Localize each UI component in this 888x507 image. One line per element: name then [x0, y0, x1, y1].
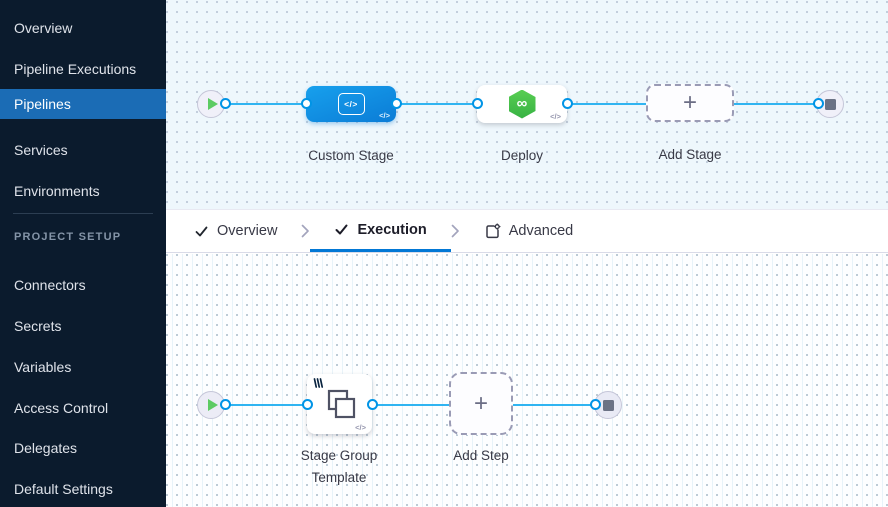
stage-label: Add Stage — [658, 147, 722, 162]
step-label: Add Step — [453, 448, 509, 463]
play-icon — [207, 399, 218, 411]
sidebar-item-label: Overview — [14, 20, 73, 36]
chevron-right-icon — [301, 210, 310, 252]
plus-icon: + — [682, 89, 697, 116]
connector-port[interactable] — [562, 98, 573, 109]
custom-stage-code-icon: </> — [337, 93, 365, 115]
sidebar-item-label: Connectors — [14, 277, 86, 293]
sidebar-item-connectors[interactable]: Connectors — [0, 270, 166, 300]
add-step-button[interactable]: + — [449, 372, 513, 435]
sidebar-item-label: Secrets — [14, 318, 62, 334]
sidebar-divider — [13, 213, 153, 214]
execution-canvas[interactable]: </> Stage Group Template + Add Step — [166, 254, 888, 507]
sidebar-item-variables[interactable]: Variables — [0, 352, 166, 382]
connector-port[interactable] — [590, 399, 601, 410]
connector-port[interactable] — [302, 399, 313, 410]
infinity-glyph: ∞ — [516, 94, 528, 112]
stop-icon — [824, 98, 836, 110]
sidebar-item-environments[interactable]: Environments — [0, 176, 166, 206]
sidebar-item-overview[interactable]: Overview — [0, 13, 166, 43]
stage-node-custom-stage[interactable]: </> </> — [306, 86, 396, 122]
check-icon — [335, 224, 348, 235]
tab-label: Execution — [357, 221, 427, 238]
stop-icon — [602, 399, 614, 411]
edge — [225, 404, 308, 406]
play-icon — [207, 98, 218, 110]
pipeline-studio-tabs: Overview Execution Advanced — [166, 209, 888, 253]
tab-label: Advanced — [508, 223, 574, 239]
sidebar-item-access-control[interactable]: Access Control — [0, 393, 166, 423]
chevron-right-icon — [451, 210, 460, 252]
sidebar-item-services[interactable]: Services — [0, 135, 166, 165]
sidebar-item-secrets[interactable]: Secrets — [0, 311, 166, 341]
step-node-stage-group-template[interactable]: </> — [307, 374, 372, 434]
stage-label: Deploy — [500, 148, 544, 163]
edge — [567, 103, 647, 105]
sidebar-item-label: Delegates — [14, 440, 78, 456]
sidebar-item-label: Pipelines — [14, 96, 71, 112]
step-label: Stage Group Template — [300, 448, 378, 485]
connector-port[interactable] — [220, 399, 231, 410]
connector-port[interactable] — [391, 98, 402, 109]
tab-overview[interactable]: Overview — [170, 210, 301, 252]
sidebar-item-label: Variables — [14, 359, 72, 375]
edge — [225, 103, 307, 105]
sidebar-item-label: Default Settings — [14, 481, 113, 497]
sidebar-item-label: Environments — [14, 183, 100, 199]
stage-group-squares-icon — [327, 389, 355, 419]
plus-icon: + — [473, 389, 488, 417]
edge — [734, 103, 819, 105]
tab-label: Overview — [217, 223, 278, 239]
tab-advanced[interactable]: Advanced — [460, 210, 598, 252]
sidebar-item-pipelines[interactable]: Pipelines — [0, 89, 166, 119]
connector-port[interactable] — [472, 98, 483, 109]
cd-hexagon-infinity-icon: ∞ — [508, 89, 536, 119]
tab-execution[interactable]: Execution — [310, 210, 451, 252]
sidebar-item-delegates[interactable]: Delegates — [0, 433, 166, 463]
advanced-gear-box-icon — [485, 222, 501, 238]
connector-port[interactable] — [367, 399, 378, 410]
edge — [513, 404, 595, 406]
stage-node-deploy[interactable]: ∞ </> — [477, 85, 567, 123]
code-icon: </> — [550, 112, 561, 121]
sidebar: Overview Pipeline Executions Pipelines S… — [0, 0, 166, 507]
code-text: </> — [344, 99, 358, 109]
sidebar-section-title: PROJECT SETUP — [14, 231, 122, 243]
edge — [396, 103, 478, 105]
check-icon — [195, 226, 208, 236]
edge — [372, 404, 450, 406]
sidebar-item-label: Access Control — [14, 400, 109, 416]
execution-end-node — [594, 391, 622, 419]
sidebar-item-pipeline-executions[interactable]: Pipeline Executions — [0, 54, 166, 84]
connector-port[interactable] — [220, 98, 231, 109]
connector-port[interactable] — [301, 98, 312, 109]
sidebar-item-label: Pipeline Executions — [14, 61, 137, 77]
code-icon: </> — [355, 423, 366, 432]
sidebar-item-default-settings[interactable]: Default Settings — [0, 474, 166, 504]
sidebar-item-label: Services — [14, 142, 68, 158]
stage-canvas[interactable]: </> </> Custom Stage ∞ </> Deploy + Add … — [166, 0, 888, 209]
add-stage-button[interactable]: + — [646, 84, 734, 122]
connector-port[interactable] — [813, 98, 824, 109]
main-area: </> </> Custom Stage ∞ </> Deploy + Add … — [166, 0, 888, 507]
template-badge-icon — [313, 378, 324, 388]
code-icon: </> — [379, 111, 390, 120]
stage-label: Custom Stage — [308, 148, 394, 163]
